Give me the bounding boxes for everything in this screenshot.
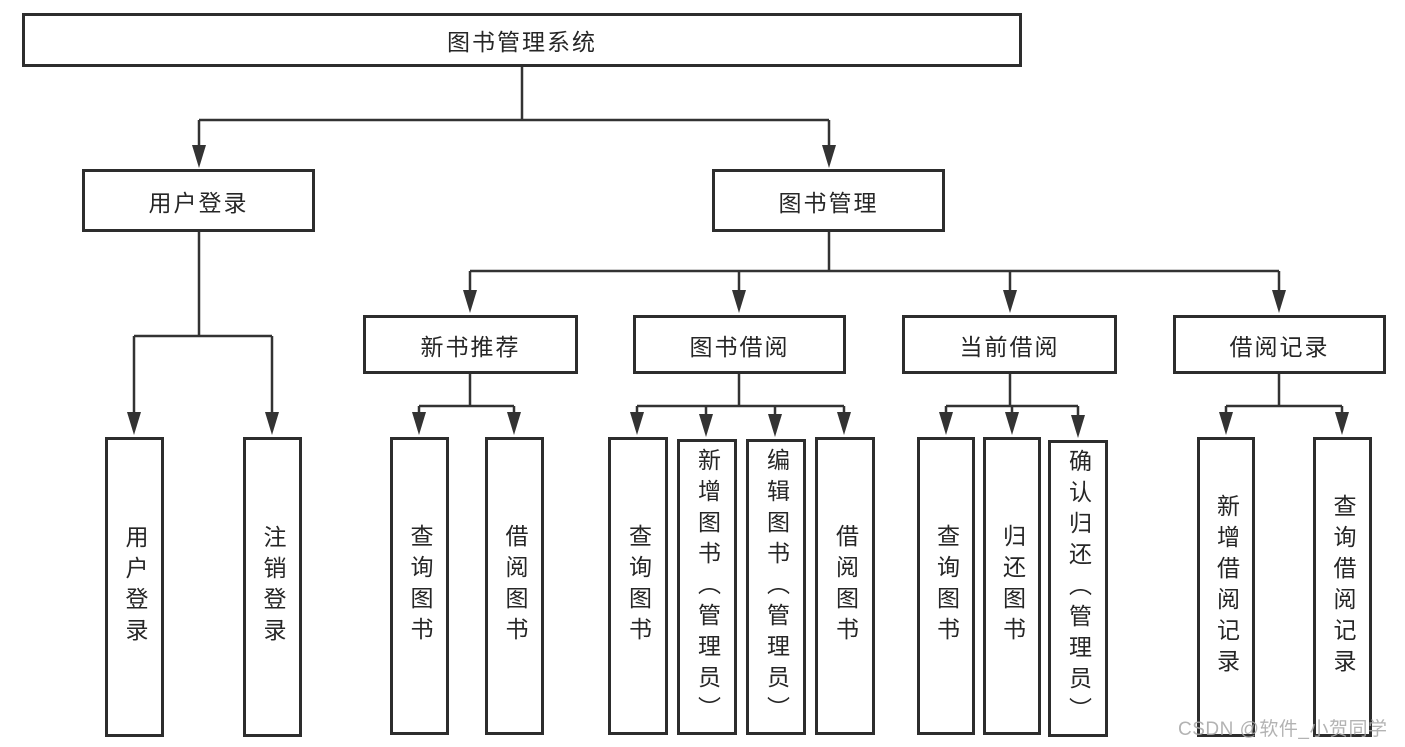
node-book-borrowing-label: 图书借阅 bbox=[689, 333, 790, 360]
node-book-management: 图书管理 bbox=[712, 169, 945, 232]
arrowheads bbox=[127, 145, 1349, 438]
node-new-book-recommend: 新书推荐 bbox=[363, 315, 578, 374]
node-new-book-recommend-label: 新书推荐 bbox=[420, 333, 521, 360]
leaf-newrec-query-books: 查询图书 bbox=[390, 437, 449, 735]
leaf-records-query-record: 查询借阅记录 bbox=[1313, 437, 1372, 737]
node-root-label: 图书管理系统 bbox=[447, 29, 597, 55]
leaf-borrow-query-books-label: 查询图书 bbox=[625, 524, 652, 648]
leaf-newrec-query-books-label: 查询图书 bbox=[407, 524, 433, 648]
leaf-logout-label: 注销登录 bbox=[260, 525, 286, 649]
node-root-library-management-system: 图书管理系统 bbox=[22, 13, 1022, 67]
leaf-records-add-record: 新增借阅记录 bbox=[1197, 437, 1255, 737]
leaf-newrec-borrow-books: 借阅图书 bbox=[485, 437, 544, 735]
leaf-current-confirm-return: 确认归还（管理员） bbox=[1048, 440, 1108, 737]
leaf-records-add-record-label: 新增借阅记录 bbox=[1213, 494, 1240, 680]
node-current-borrowing-label: 当前借阅 bbox=[959, 333, 1060, 360]
node-current-borrowing: 当前借阅 bbox=[902, 315, 1117, 374]
leaf-current-query-books: 查询图书 bbox=[917, 437, 975, 735]
leaf-current-query-books-label: 查询图书 bbox=[933, 524, 960, 648]
node-book-management-label: 图书管理 bbox=[778, 189, 879, 216]
leaf-current-confirm-return-label: 确认归还（管理员） bbox=[1065, 449, 1092, 728]
csdn-watermark: CSDN @软件_小贺同学 bbox=[1178, 719, 1388, 740]
leaf-borrow-borrow-books: 借阅图书 bbox=[815, 437, 875, 735]
leaf-borrow-borrow-books-label: 借阅图书 bbox=[832, 524, 859, 648]
node-borrowing-records-label: 借阅记录 bbox=[1229, 333, 1330, 360]
leaf-logout: 注销登录 bbox=[243, 437, 302, 737]
leaf-borrow-add-books: 新增图书（管理员） bbox=[677, 439, 737, 735]
leaf-borrow-edit-books-label: 编辑图书（管理员） bbox=[763, 447, 790, 727]
leaf-borrow-add-books-label: 新增图书（管理员） bbox=[694, 447, 721, 727]
leaf-newrec-borrow-books-label: 借阅图书 bbox=[502, 524, 528, 648]
leaf-borrow-edit-books: 编辑图书（管理员） bbox=[746, 439, 806, 735]
node-user-login-label: 用户登录 bbox=[148, 189, 249, 216]
node-book-borrowing: 图书借阅 bbox=[633, 315, 846, 374]
leaf-current-return-books: 归还图书 bbox=[983, 437, 1041, 735]
node-user-login: 用户登录 bbox=[82, 169, 315, 232]
leaf-records-query-record-label: 查询借阅记录 bbox=[1330, 494, 1356, 680]
leaf-user-login: 用户登录 bbox=[105, 437, 164, 737]
node-borrowing-records: 借阅记录 bbox=[1173, 315, 1386, 374]
leaf-user-login-label: 用户登录 bbox=[122, 525, 148, 649]
leaf-borrow-query-books: 查询图书 bbox=[608, 437, 668, 735]
leaf-current-return-books-label: 归还图书 bbox=[999, 524, 1026, 648]
